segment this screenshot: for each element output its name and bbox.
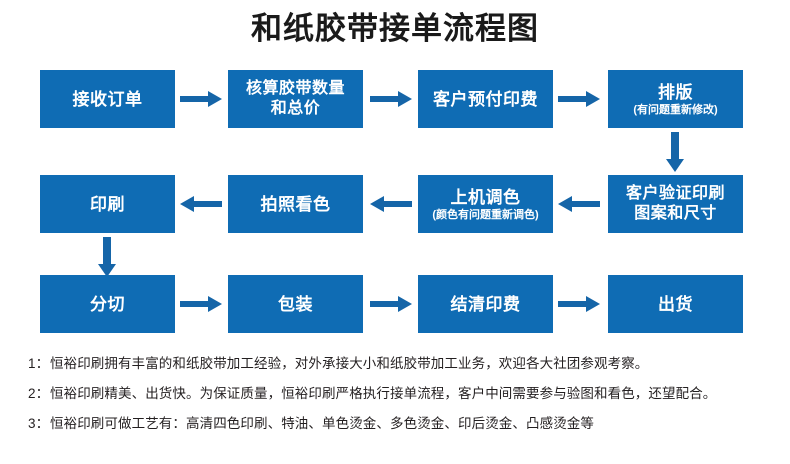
arrow-right-icon: [370, 90, 412, 108]
page-title: 和纸胶带接单流程图: [251, 11, 539, 46]
flow-node-printing: 印刷: [40, 175, 175, 233]
flow-node-label: 上机调色: [450, 187, 521, 207]
flow-node-photo-color-check: 拍照看色: [228, 175, 363, 233]
flow-node-label: 包装: [278, 294, 313, 314]
note-item: 1：恒裕印刷拥有丰富的和纸胶带加工经验，对外承接大小和纸胶带加工业务，欢迎各大社…: [28, 349, 778, 379]
flow-node-sublabel: (颜色有问题重新调色): [432, 208, 539, 221]
arrow-right-icon: [180, 90, 222, 108]
arrow-down-icon: [666, 132, 684, 172]
flow-node-label: 分切: [90, 294, 125, 314]
note-text: 恒裕印刷拥有丰富的和纸胶带加工经验，对外承接大小和纸胶带加工业务，欢迎各大社团参…: [50, 356, 649, 371]
arrow-right-icon: [180, 295, 222, 313]
flow-node-shipment: 出货: [608, 275, 743, 333]
note-text: 恒裕印刷可做工艺有：高清四色印刷、特油、单色烫金、多色烫金、印后烫金、凸感烫金等: [50, 416, 594, 431]
note-item: 2：恒裕印刷精美、出货快。为保证质量，恒裕印刷严格执行接单流程，客户中间需要参与…: [28, 379, 778, 409]
flow-node-machine-color-adjust: 上机调色 (颜色有问题重新调色): [418, 175, 553, 233]
arrow-right-icon: [370, 295, 412, 313]
flow-node-customer-prepay: 客户预付印费: [418, 70, 553, 128]
arrow-down-icon: [98, 237, 116, 277]
flow-node-label: 结清印费: [450, 294, 521, 314]
flow-node-label: 出货: [658, 294, 693, 314]
flow-node-label: 排版: [658, 82, 693, 102]
flow-node-label: 客户预付印费: [433, 89, 538, 109]
flow-node-calc-quantity-price: 核算胶带数量 和总价: [228, 70, 363, 128]
flow-node-label: 核算胶带数量: [245, 80, 345, 97]
flow-node-customer-verify-artwork: 客户验证印刷 图案和尺寸: [608, 175, 743, 233]
flow-node-typesetting: 排版 (有问题重新修改): [608, 70, 743, 128]
arrow-left-icon: [180, 195, 222, 213]
flow-node-label: 客户验证印刷: [625, 185, 725, 202]
note-text: 恒裕印刷精美、出货快。为保证质量，恒裕印刷严格执行接单流程，客户中间需要参与验图…: [50, 386, 717, 401]
flow-node-packaging: 包装: [228, 275, 363, 333]
flow-node-sublabel: (有问题重新修改): [633, 103, 718, 116]
arrow-right-icon: [558, 295, 600, 313]
flow-node-label: 印刷: [90, 194, 125, 214]
flow-node-label: 接收订单: [72, 89, 143, 109]
arrow-left-icon: [558, 195, 600, 213]
flow-node-label-line2: 和总价: [270, 100, 321, 117]
note-index: 1：: [28, 356, 50, 371]
note-item: 3：恒裕印刷可做工艺有：高清四色印刷、特油、单色烫金、多色烫金、印后烫金、凸感烫…: [28, 409, 778, 439]
arrow-left-icon: [370, 195, 412, 213]
note-index: 2：: [28, 386, 50, 401]
flow-node-settle-payment: 结清印费: [418, 275, 553, 333]
arrow-right-icon: [558, 90, 600, 108]
footer-notes: 1：恒裕印刷拥有丰富的和纸胶带加工经验，对外承接大小和纸胶带加工业务，欢迎各大社…: [28, 349, 778, 439]
flow-node-slitting: 分切: [40, 275, 175, 333]
flow-node-receive-order: 接收订单: [40, 70, 175, 128]
flow-node-label-line2: 图案和尺寸: [634, 205, 717, 222]
note-index: 3：: [28, 416, 50, 431]
flow-node-label: 拍照看色: [260, 194, 331, 214]
